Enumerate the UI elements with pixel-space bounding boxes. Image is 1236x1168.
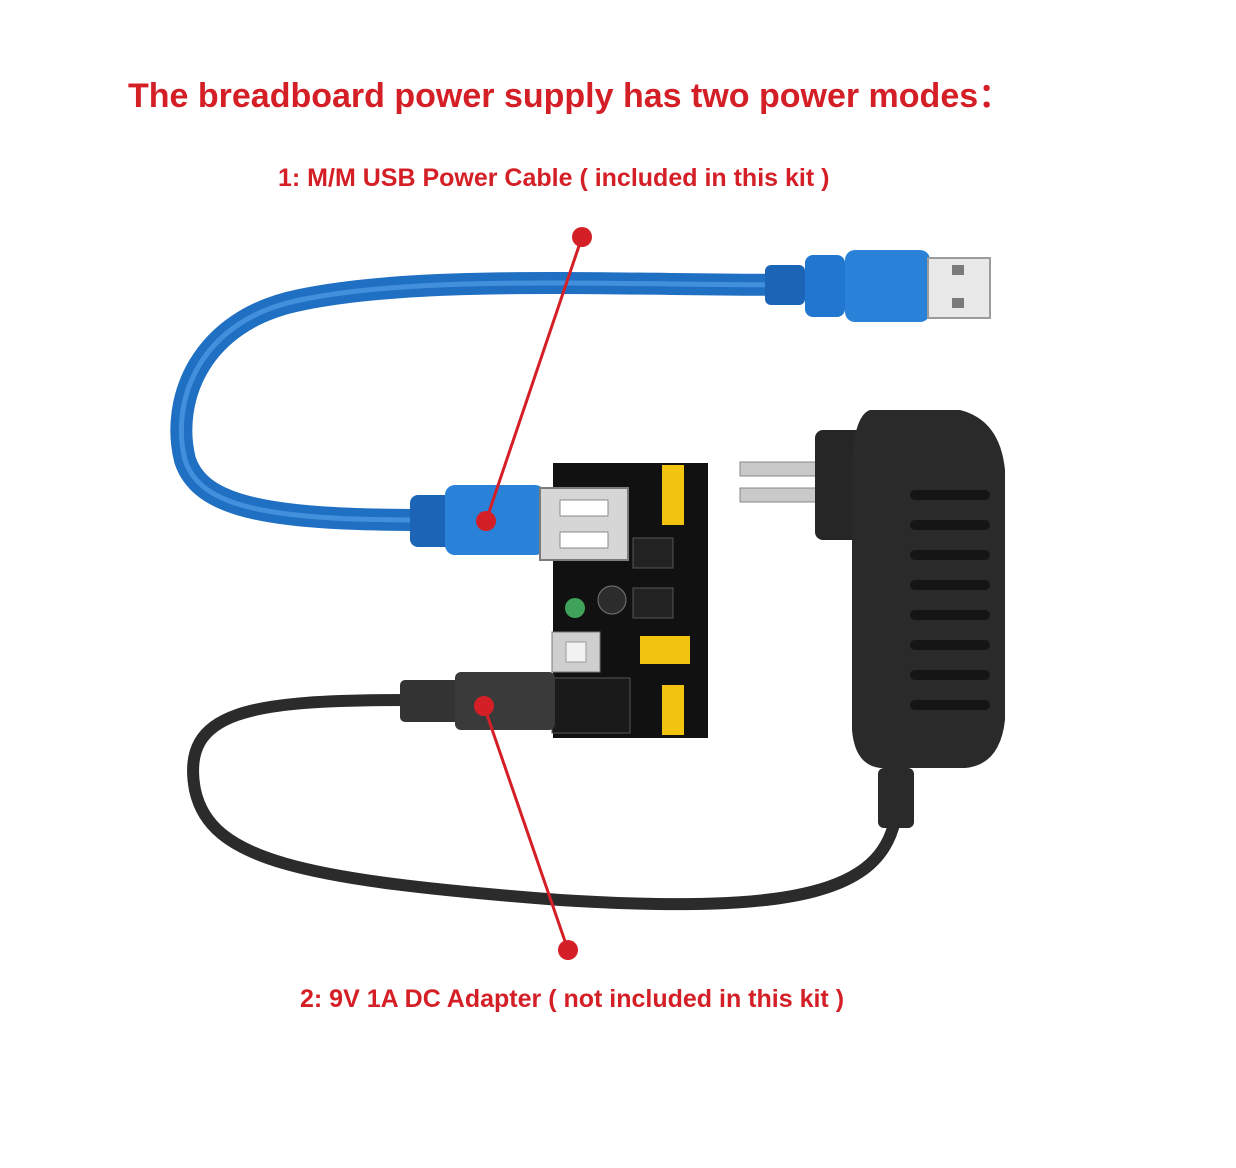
breadboard-power-module-image xyxy=(539,463,708,738)
pointer-usb xyxy=(476,227,592,531)
wall-adapter-image xyxy=(739,410,1005,828)
mode-1-label: 1: M/M USB Power Cable ( included in thi… xyxy=(278,164,830,192)
mode-2-label: 2: 9V 1A DC Adapter ( not included in th… xyxy=(300,985,845,1013)
pointer-dc xyxy=(474,696,578,960)
page-title: The breadboard power supply has two powe… xyxy=(128,77,1013,115)
dc-cable-image xyxy=(187,672,901,911)
